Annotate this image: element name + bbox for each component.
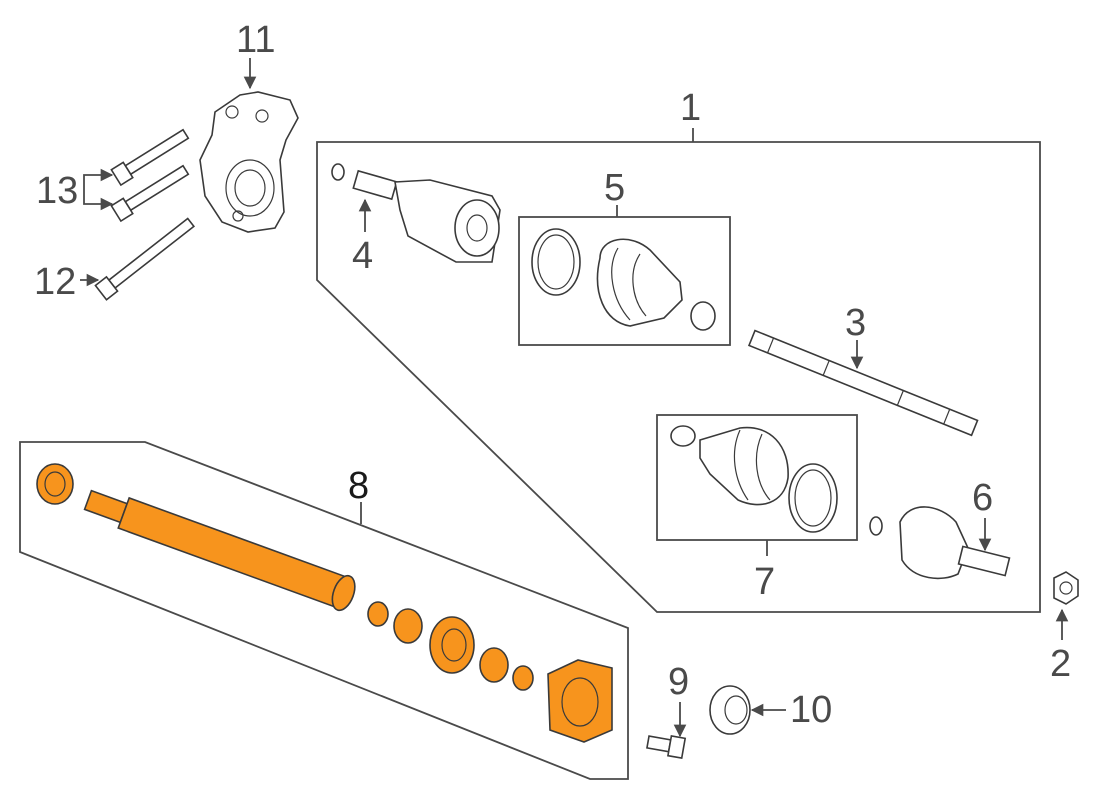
bracket-part-11 (199, 91, 299, 233)
highlighted-parts-8 (36, 463, 613, 743)
assembly-1-frame (316, 128, 1041, 613)
callout-13: 13 (36, 170, 78, 212)
inner-cv-joint-part-4 (331, 163, 501, 263)
nut-part-2 (1053, 571, 1079, 605)
retainer-part-8 (479, 647, 509, 683)
callout-6: 6 (972, 477, 993, 519)
bearing-bracket-part-8 (547, 659, 613, 743)
callout-5: 5 (604, 167, 625, 209)
bushing-part-10 (709, 685, 751, 735)
callout-7: 7 (754, 561, 775, 603)
bearing-part-8 (429, 616, 475, 674)
assembly-8-frame (19, 441, 629, 780)
shaft-spline-part-8 (83, 489, 129, 524)
callout-8: 8 (348, 465, 369, 507)
bolt-part-9 (646, 735, 687, 760)
bolts-part-13 (110, 128, 190, 223)
bolt-part-12 (94, 217, 196, 301)
outer-cv-joint-part-6 (869, 506, 1011, 580)
callout-9: 9 (668, 661, 689, 703)
callout-11: 11 (236, 19, 275, 61)
callout-2: 2 (1050, 643, 1071, 685)
snap-ring-part-8 (367, 601, 389, 627)
seal-part-8a (36, 463, 74, 505)
callout-12: 12 (34, 261, 76, 303)
boot-kit-part-5 (518, 205, 731, 346)
shaft-part-3 (747, 329, 979, 437)
callout-4: 4 (352, 235, 373, 277)
callout-1: 1 (680, 87, 701, 129)
boot-kit-part-7 (656, 414, 858, 556)
callout-3: 3 (845, 302, 866, 344)
ring-part-8 (393, 608, 423, 644)
intermediate-shaft-part-8 (117, 496, 349, 609)
callout-10: 10 (790, 689, 832, 731)
clip-part-8 (512, 665, 534, 691)
